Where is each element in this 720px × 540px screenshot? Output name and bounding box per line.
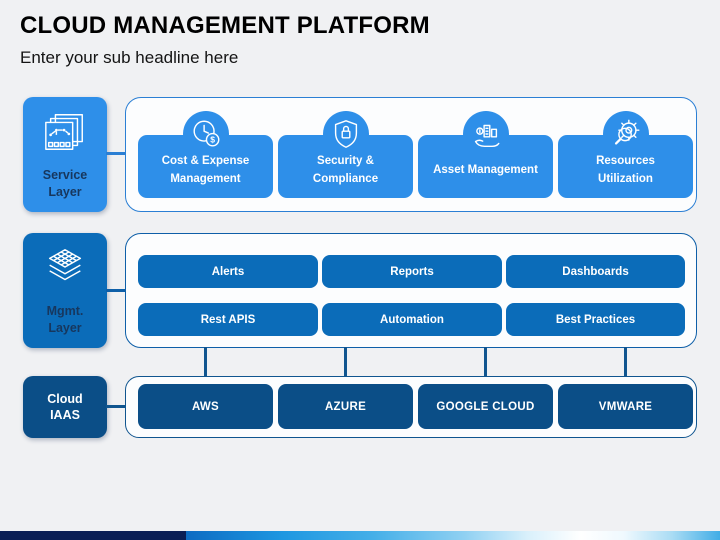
footer-accent-bar — [0, 531, 720, 540]
page-title: CLOUD MANAGEMENT PLATFORM — [20, 12, 430, 39]
stacked-frames-icon — [42, 109, 88, 160]
page-subtitle: Enter your sub headline here — [20, 48, 239, 67]
connector-azure — [344, 347, 347, 377]
service-item-label: Asset Management — [418, 135, 553, 198]
iaas-connector-line — [106, 405, 126, 408]
service-item-label: Security & Compliance — [278, 135, 413, 198]
footer-bar-gradient-segment — [186, 531, 720, 540]
mgmt-item-rest-apis: Rest APIS — [138, 303, 318, 336]
service-item-label: Resources Utilization — [558, 135, 693, 198]
service-item-resources: Resources Utilization — [558, 111, 693, 199]
mgmt-connector-line — [106, 289, 126, 292]
service-item-cost-expense: $ Cost & Expense Management — [138, 111, 273, 199]
cloud-iaas-label: Cloud IAAS — [47, 391, 83, 422]
service-connector-line — [106, 152, 126, 155]
clock-dollar-icon: $ — [189, 117, 223, 151]
cloud-iaas-box: Cloud IAAS — [23, 376, 107, 438]
iaas-item-vmware: VMWARE — [558, 384, 693, 429]
mgmt-item-reports: Reports — [322, 255, 502, 288]
service-item-label: Cost & Expense Management — [138, 135, 273, 198]
gear-magnifier-icon — [609, 117, 643, 151]
mgmt-item-dashboards: Dashboards — [506, 255, 685, 288]
iaas-item-azure: AZURE — [278, 384, 413, 429]
service-layer-box: Service Layer — [23, 97, 107, 212]
service-layer-label: Service Layer — [42, 168, 88, 199]
iaas-item-google-cloud: GOOGLE CLOUD — [418, 384, 553, 429]
service-item-asset: Asset Management — [418, 111, 553, 199]
mgmt-item-automation: Automation — [322, 303, 502, 336]
hand-assets-icon — [469, 117, 503, 151]
connector-aws — [204, 347, 207, 377]
shield-lock-icon — [329, 117, 363, 151]
connector-vmware — [624, 347, 627, 377]
mgmt-item-alerts: Alerts — [138, 255, 318, 288]
iaas-item-aws: AWS — [138, 384, 273, 429]
connector-google-cloud — [484, 347, 487, 377]
mgmt-layer-label: Mgmt. Layer — [46, 304, 84, 335]
svg-text:$: $ — [210, 135, 215, 145]
service-item-security: Security & Compliance — [278, 111, 413, 199]
mgmt-layer-box: Mgmt. Layer — [23, 233, 107, 348]
stacked-layers-icon — [42, 245, 88, 296]
mgmt-item-best-practices: Best Practices — [506, 303, 685, 336]
footer-bar-navy-segment — [0, 531, 186, 540]
